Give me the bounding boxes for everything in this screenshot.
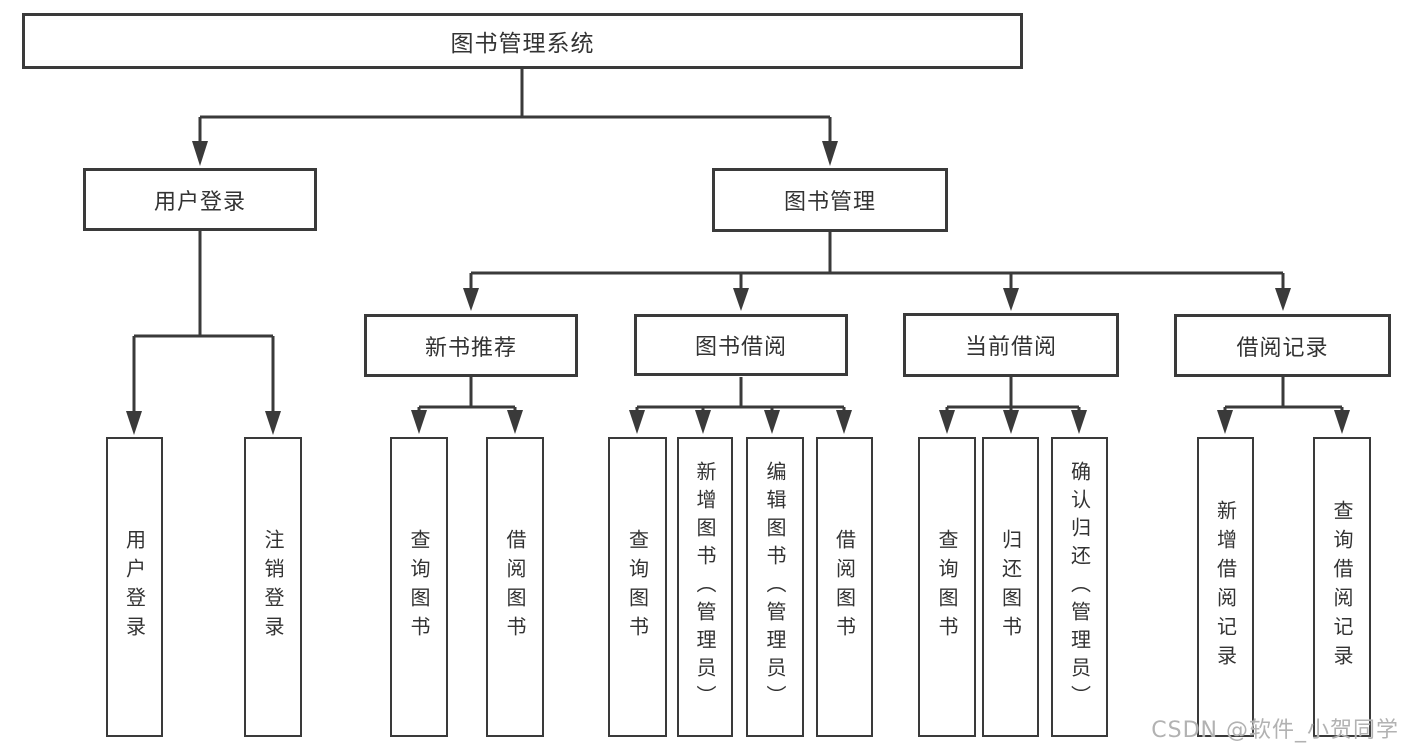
node-book-management: 图书管理: [712, 168, 948, 232]
leaf-query-books-current: 查询图书: [918, 437, 976, 737]
node-user-login: 用户登录: [83, 168, 317, 231]
node-root-system: 图书管理系统: [22, 13, 1023, 69]
leaf-add-borrow-record: 新增借阅记录: [1197, 437, 1254, 737]
node-borrowing-records: 借阅记录: [1174, 314, 1391, 377]
node-new-book-recommend: 新书推荐: [364, 314, 578, 377]
leaf-return-books: 归还图书: [982, 437, 1039, 737]
node-book-borrowing: 图书借阅: [634, 314, 848, 376]
connector-login-to-leaves: [132, 231, 275, 414]
connector-root-to-level2: [198, 69, 832, 143]
connector-mgmt-to-level3: [469, 232, 1285, 290]
leaf-user-login: 用户登录: [106, 437, 163, 737]
arrowheads: [126, 141, 1350, 435]
connector-current-to-leaves: [945, 377, 1081, 413]
connector-records-to-leaves: [1223, 377, 1344, 413]
leaf-borrow-books-borrowing: 借阅图书: [816, 437, 873, 737]
leaf-borrow-books-recommend: 借阅图书: [486, 437, 544, 737]
csdn-watermark: CSDN @软件_小贺同学: [1151, 718, 1399, 743]
connector-newbook-to-leaves: [417, 377, 517, 413]
connector-borrow-to-leaves: [635, 377, 846, 413]
node-current-borrowing: 当前借阅: [903, 313, 1119, 377]
leaf-add-books-admin: 新增图书（管理员）: [677, 437, 733, 737]
leaf-query-borrow-record: 查询借阅记录: [1313, 437, 1371, 737]
leaf-query-books-recommend: 查询图书: [390, 437, 448, 737]
leaf-query-books-borrowing: 查询图书: [608, 437, 667, 737]
leaf-edit-books-admin: 编辑图书（管理员）: [746, 437, 804, 737]
leaf-confirm-return-admin: 确认归还（管理员）: [1051, 437, 1108, 737]
leaf-logout-login: 注销登录: [244, 437, 302, 737]
